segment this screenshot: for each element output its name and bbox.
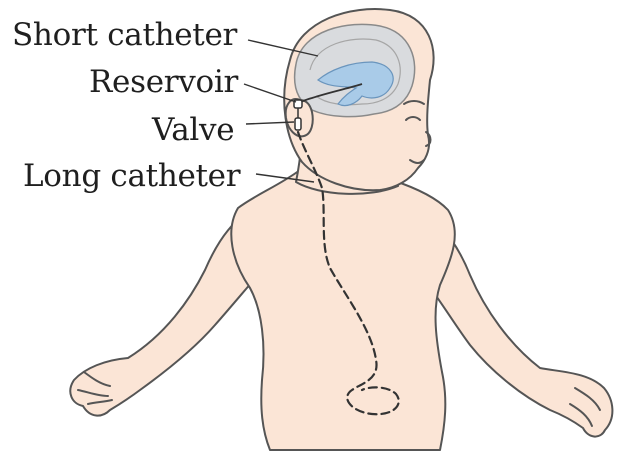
label-reservoir: Reservoir xyxy=(89,64,238,100)
label-short-catheter: Short catheter xyxy=(12,17,237,53)
torso xyxy=(231,170,455,450)
valve xyxy=(295,118,301,130)
label-long-catheter: Long catheter xyxy=(23,158,240,194)
label-valve: Valve xyxy=(152,112,234,148)
